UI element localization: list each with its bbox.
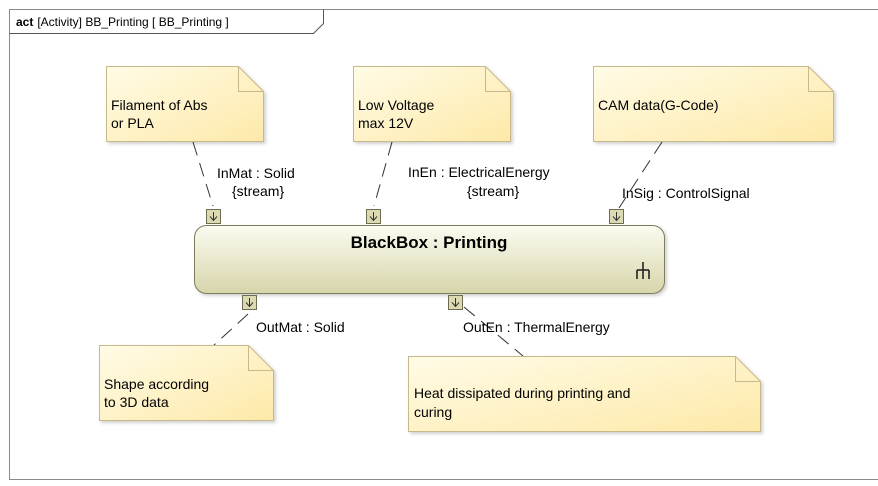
pin-in-mat-label: InMat : Solid xyxy=(217,165,295,181)
pin-out-en[interactable] xyxy=(448,295,463,310)
note-heat-line-1: Heat dissipated during printing and xyxy=(414,385,630,401)
note-anchor-lines xyxy=(192,141,663,357)
frame-keyword: act xyxy=(16,15,33,29)
action-title: BlackBox : Printing xyxy=(351,233,508,252)
note-voltage[interactable] xyxy=(353,66,511,142)
note-heat[interactable] xyxy=(408,356,761,432)
note-filament-line-2: or PLA xyxy=(111,115,154,131)
pin-in-en-label: InEn : ElectricalEnergy xyxy=(408,164,550,180)
anchor-shape xyxy=(212,313,249,347)
note-shape-line-2: to 3D data xyxy=(104,394,169,410)
note-voltage-line-2: max 12V xyxy=(358,115,414,131)
pin-in-en-stereotype: {stream} xyxy=(467,183,519,199)
pin-in-en[interactable] xyxy=(366,209,381,224)
pin-in-mat-stereotype: {stream} xyxy=(232,183,284,199)
pin-in-sig-label: InSig : ControlSignal xyxy=(622,185,750,201)
note-filament[interactable] xyxy=(106,66,264,142)
diagram-frame: act [Activity] BB_Printing [ BB_Printing … xyxy=(9,9,878,480)
frame-label: [Activity] BB_Printing [ BB_Printing ] xyxy=(37,15,228,29)
pin-out-mat-label: OutMat : Solid xyxy=(256,319,345,335)
note-shape-line-1: Shape according xyxy=(104,376,209,392)
anchor-cam xyxy=(618,141,663,209)
pin-out-mat[interactable] xyxy=(242,295,257,310)
note-heat-line-2: curing xyxy=(414,404,452,420)
action-blackbox-printing[interactable] xyxy=(194,225,665,294)
anchor-filament xyxy=(192,141,214,207)
fork-rake-icon xyxy=(636,262,650,279)
note-shape[interactable] xyxy=(99,345,274,421)
pin-out-en-label: OutEn : ThermalEnergy xyxy=(463,319,610,335)
note-cam-line-1: CAM data(G-Code) xyxy=(598,97,719,113)
pin-in-mat[interactable] xyxy=(206,209,221,224)
anchor-voltage xyxy=(373,141,393,207)
note-voltage-line-1: Low Voltage xyxy=(358,97,434,113)
note-cam[interactable] xyxy=(593,66,834,142)
frame-header: act [Activity] BB_Printing [ BB_Printing … xyxy=(16,15,229,29)
anchor-heat xyxy=(463,306,524,357)
pin-in-sig[interactable] xyxy=(609,209,624,224)
note-filament-line-1: Filament of Abs xyxy=(111,97,208,113)
